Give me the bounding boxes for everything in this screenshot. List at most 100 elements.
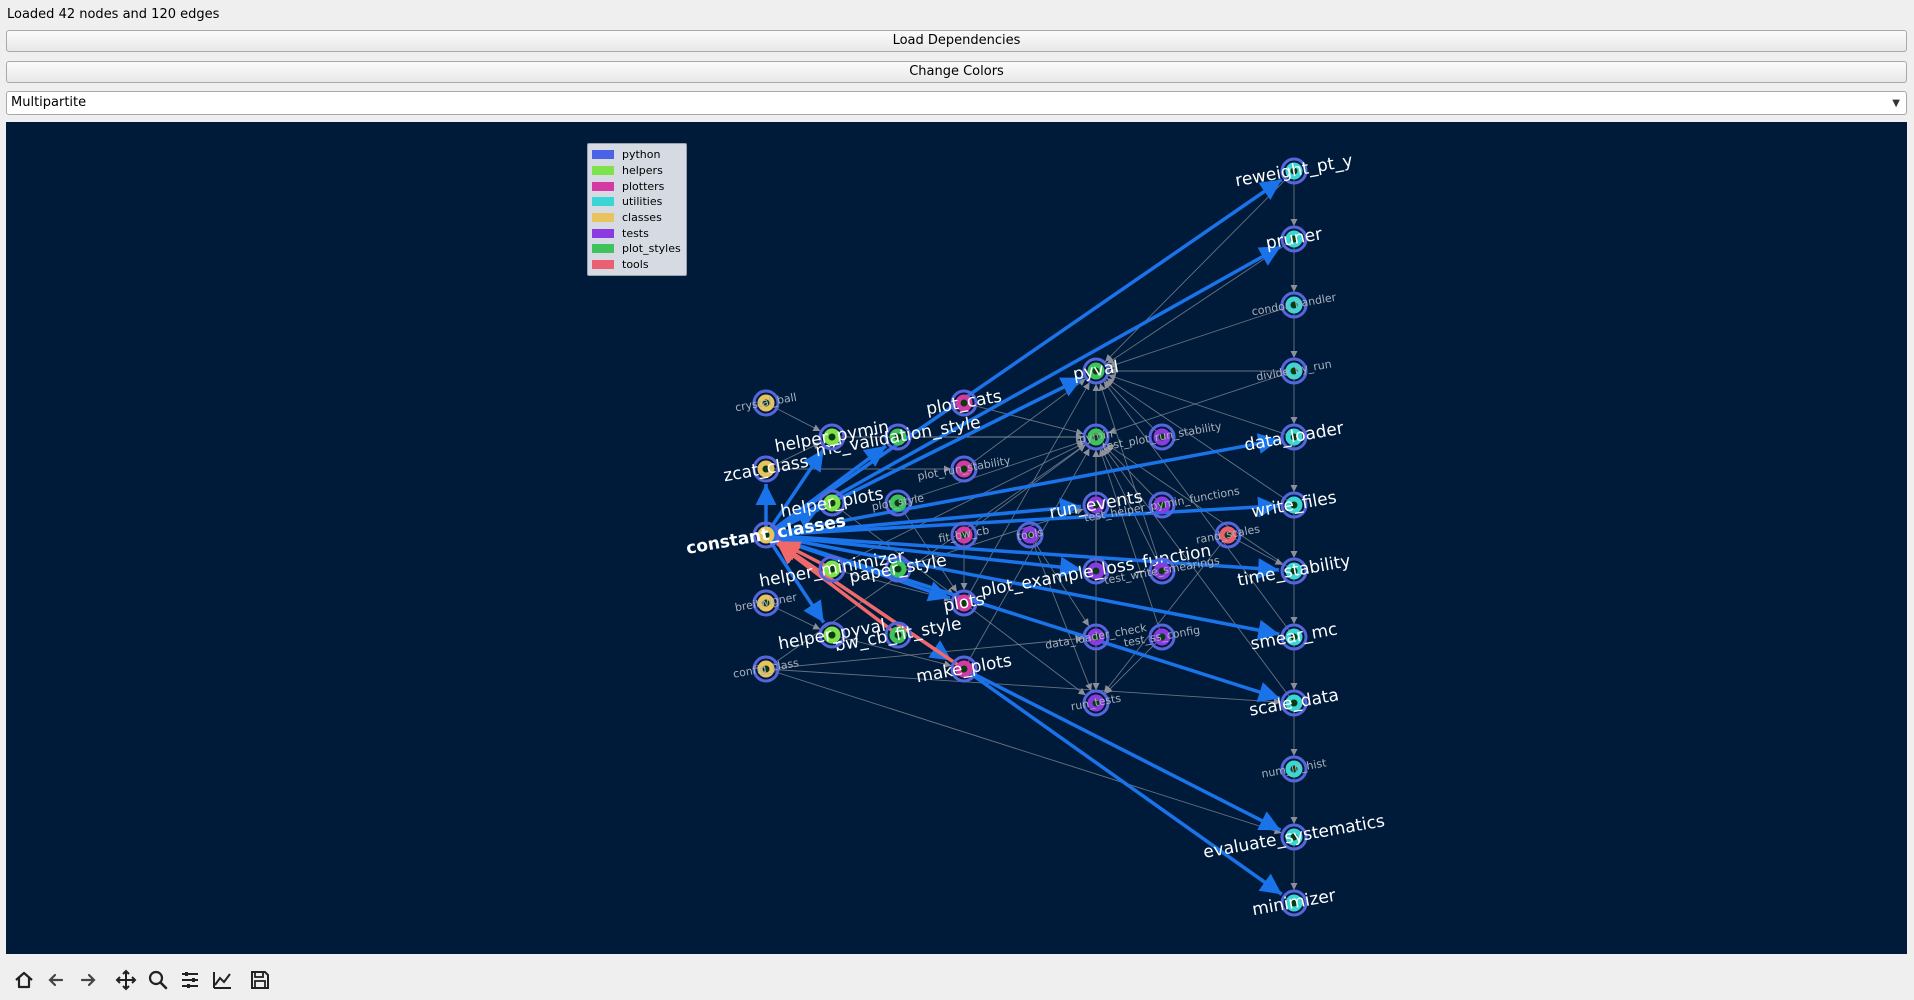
graph-node[interactable]: smear_mc <box>1249 620 1339 655</box>
graph-node[interactable]: write_files <box>1250 488 1338 523</box>
graph-node[interactable]: scale_data <box>1248 685 1341 720</box>
configure-subplots-button[interactable] <box>174 965 206 995</box>
legend-label: plotters <box>622 179 665 193</box>
graph-node[interactable]: fit_bw_cb <box>938 521 991 549</box>
node-ring <box>1082 491 1110 519</box>
node-ring <box>950 455 978 483</box>
highlighted-edge <box>765 533 1280 641</box>
node-center <box>762 399 770 407</box>
node-center <box>1290 301 1298 309</box>
node-center <box>1290 235 1298 243</box>
legend-item: helpers <box>592 163 682 179</box>
node-ring <box>884 621 912 649</box>
node-ring <box>1280 889 1308 917</box>
pan-button[interactable] <box>110 965 142 995</box>
forward-icon <box>80 973 96 987</box>
node-center <box>762 465 770 473</box>
node-ring <box>1082 689 1110 717</box>
graph-nodes: reweight_pt_yprunercondor_handlerdivide_… <box>685 151 1387 920</box>
back-button[interactable] <box>40 965 72 995</box>
graph-edge <box>1103 447 1295 704</box>
node-center <box>1092 433 1100 441</box>
node-ring <box>1280 225 1308 253</box>
node-ring <box>1280 357 1308 385</box>
node-label: pymin <box>1078 427 1114 446</box>
load-dependencies-button[interactable]: Load Dependencies <box>6 30 1907 52</box>
node-ring <box>752 521 780 549</box>
node-ring <box>884 489 912 517</box>
node-center <box>894 499 902 507</box>
node-center <box>828 565 836 573</box>
legend-swatch <box>592 166 614 176</box>
node-center <box>1158 567 1166 575</box>
legend-item: utilities <box>592 194 682 210</box>
graph-edge <box>1098 383 1163 572</box>
forward-button[interactable] <box>72 965 104 995</box>
legend-swatch <box>592 213 614 223</box>
node-ring <box>884 423 912 451</box>
back-icon <box>48 973 64 987</box>
graph-node[interactable]: run_tests <box>1070 689 1123 717</box>
graph-node[interactable]: minimizer <box>1251 886 1338 920</box>
node-center <box>828 433 836 441</box>
node-ring <box>1280 491 1308 519</box>
graph-edge <box>765 602 821 630</box>
chevron-down-icon: ▼ <box>1892 98 1900 109</box>
legend-label: tests <box>622 226 649 240</box>
graph-node[interactable]: tools <box>1016 521 1045 549</box>
change-colors-button[interactable]: Change Colors <box>6 61 1907 83</box>
graph-edge <box>765 635 1084 670</box>
node-center <box>1290 699 1298 707</box>
node-ring <box>1148 423 1176 451</box>
graph-edge <box>963 382 1090 604</box>
node-ring <box>884 555 912 583</box>
graph-node[interactable]: num_in_hist <box>1260 755 1328 783</box>
node-ring <box>1280 823 1308 851</box>
zoom-button[interactable] <box>142 965 174 995</box>
node-ring <box>950 655 978 683</box>
save-button[interactable] <box>244 965 276 995</box>
node-center <box>1158 433 1166 441</box>
node-ring <box>818 555 846 583</box>
node-center <box>960 465 968 473</box>
highlighted-edge <box>765 533 1280 580</box>
legend-label: python <box>622 148 661 162</box>
graph-node[interactable]: config_class <box>732 655 800 683</box>
node-ring <box>1280 423 1308 451</box>
graph-node[interactable]: zcat_class <box>722 452 810 487</box>
node-ring <box>752 589 780 617</box>
layout-select[interactable]: Multipartite ▼ <box>6 91 1907 115</box>
dependency-graph: reweight_pt_yprunercondor_handlerdivide_… <box>685 151 1387 920</box>
graph-node[interactable]: test_plot_run_stability <box>1101 420 1223 454</box>
graph-node[interactable]: data_loader <box>1243 418 1346 455</box>
highlighted-edge <box>963 667 1282 832</box>
node-ring <box>1016 521 1044 549</box>
node-label: tools <box>1016 526 1045 543</box>
node-center <box>1290 433 1298 441</box>
graph-edge <box>1108 370 1295 435</box>
graph-edge <box>765 402 821 432</box>
highlighted-edge <box>962 667 1283 896</box>
graph-node[interactable]: plot_run_stability <box>916 454 1012 483</box>
node-ring <box>1280 623 1308 651</box>
node-ring <box>1082 557 1110 585</box>
edit-axis-button[interactable] <box>206 965 238 995</box>
node-ring <box>950 521 978 549</box>
configure-subplots-icon <box>182 972 198 988</box>
graph-node[interactable]: pymin <box>1078 423 1114 451</box>
highlighted-edge <box>765 178 1283 537</box>
home-button[interactable] <box>8 965 40 995</box>
graph-node[interactable]: breitwigner <box>734 589 798 617</box>
node-ring <box>1082 623 1110 651</box>
graph-node[interactable]: make_plots <box>915 651 1014 687</box>
node-ring <box>752 455 780 483</box>
graph-edge <box>765 668 1282 706</box>
node-center <box>762 665 770 673</box>
node-center <box>1290 833 1298 841</box>
node-center <box>762 599 770 607</box>
legend-swatch <box>592 150 614 160</box>
legend-label: plot_styles <box>622 242 681 256</box>
graph-node[interactable]: crystal_ball <box>734 389 798 417</box>
graph-edge <box>963 602 1086 696</box>
